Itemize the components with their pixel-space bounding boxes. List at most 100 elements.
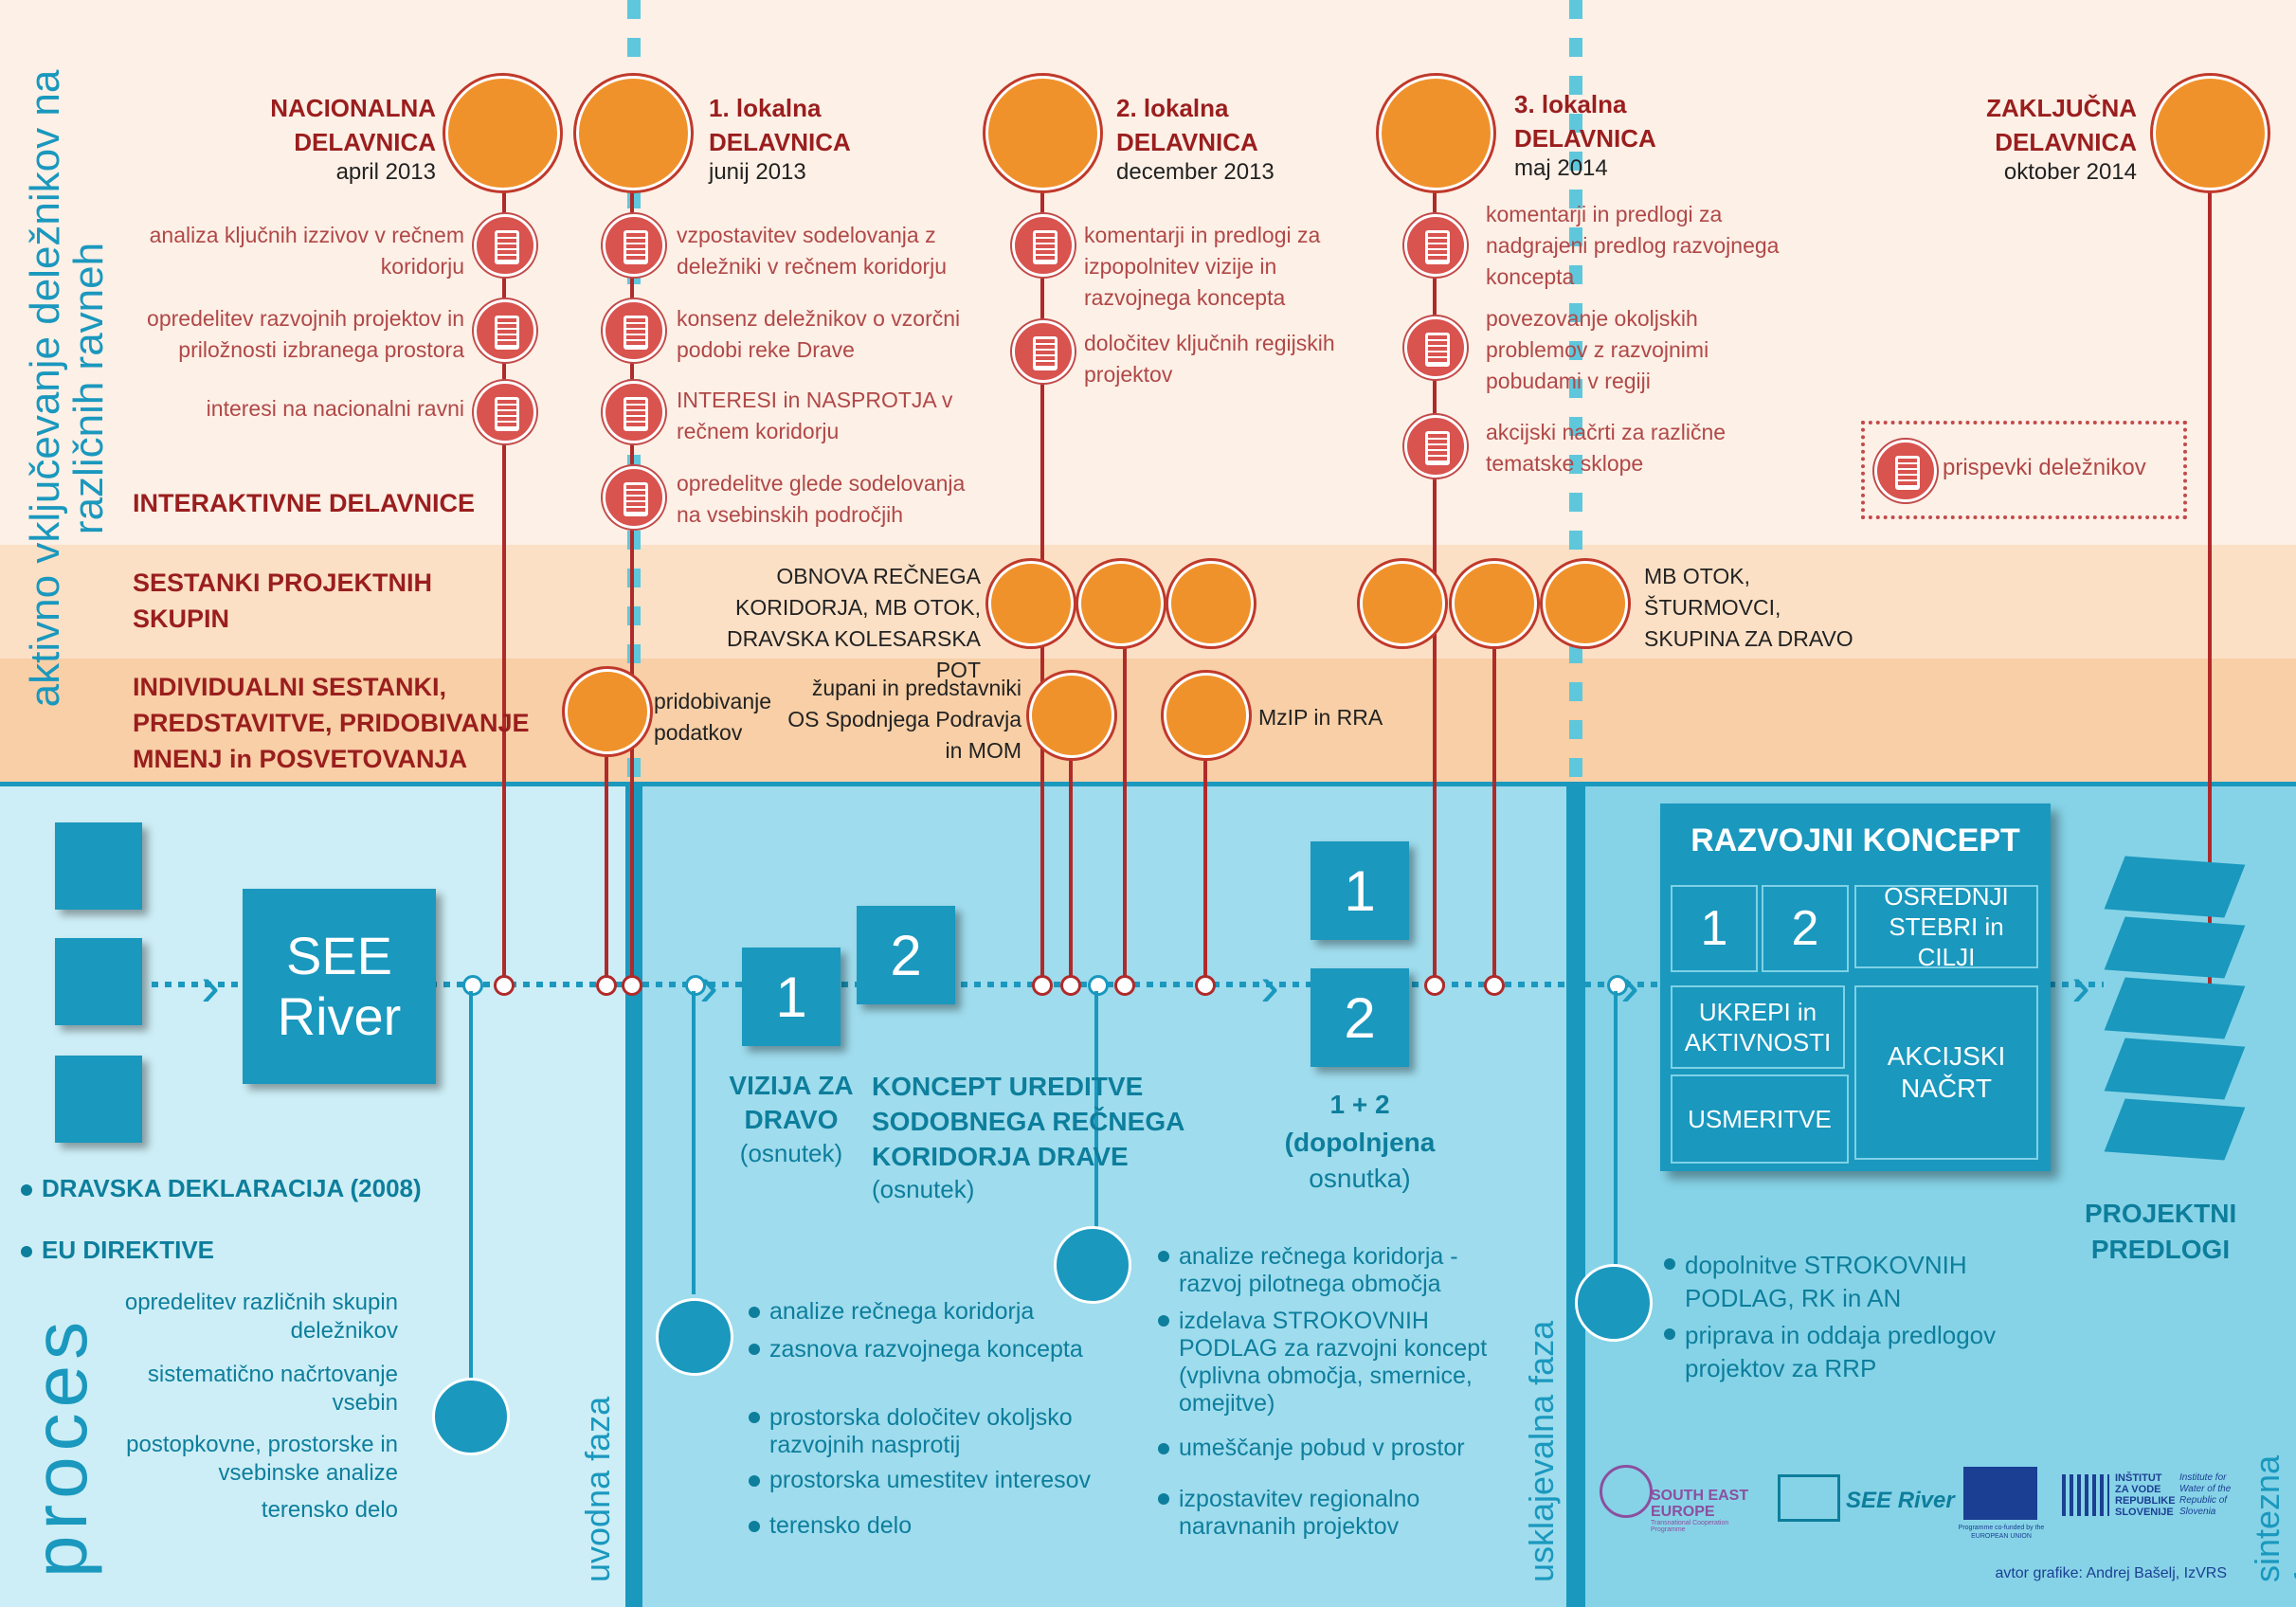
vision-sub: (osnutek) [739,1139,843,1167]
final-task: priprava in oddaja predlogov projektov z… [1664,1319,2005,1385]
group-meeting-icon [1543,561,1628,646]
bullet-icon [749,1521,760,1533]
individual-band [0,659,2296,782]
logo-see-river: SEE River [1846,1488,1955,1513]
timeline-line-group [1123,625,1127,985]
bullet-icon [749,1344,760,1355]
phase-label-intro: uvodna faza [578,1396,617,1582]
workshop-3-title: 3. lokalna DELAVNICA [1514,90,1656,153]
mid-task: izdelava STROKOVNIH PODLAG za razvojni k… [1158,1308,1518,1417]
presentation-icon [1029,673,1114,758]
arrow-right-icon: › [699,954,718,1018]
intro-task: opredelitev različnih skupin deležnikov [124,1290,398,1344]
declaration-text: DRAVSKA DEKLARACIJA (2008) [42,1174,422,1202]
timeline-node [596,975,617,996]
final-task-text: priprava in oddaja predlogov projektov z… [1685,1321,1997,1382]
presentation-icon [565,669,650,754]
see-river-logo-icon [1778,1474,1840,1522]
document-icon [474,381,536,443]
vision-task-text: terensko delo [769,1512,913,1539]
group-meeting-icon [1452,561,1537,646]
worker-desk-icon [656,1298,733,1376]
process-node [1607,975,1628,996]
group-meetings-right: MB OTOK, ŠTURMOVCI, SKUPINA ZA DRAVO [1644,564,1853,651]
declaration-item: EU DIREKTIVE [21,1236,214,1265]
vision-box: 1 [742,948,841,1046]
timeline-line-w1 [630,161,634,985]
w3-item: akcijski načrti za različne tematske skl… [1486,420,1727,476]
vision-title: VIZIJA ZA DRAVO [729,1071,854,1134]
vision-task: terensko delo [749,1512,1147,1540]
connector [1614,991,1618,1275]
proposal-sheet [2104,856,2246,918]
document-icon [1404,214,1467,277]
combo-sub2: osnutka) [1309,1164,1411,1193]
bullet-icon [1158,1251,1169,1262]
bullet-icon [749,1307,760,1319]
intro-task: terensko delo [261,1497,398,1523]
rk-title: RAZVOJNI KONCEPT [1690,822,2020,858]
bullet-icon [21,1246,32,1258]
rk-cell-pillars: OSREDNJI STEBRI in CILJI [1854,882,2038,971]
process-node [1088,975,1109,996]
w1-item: INTERESI in NASPROTJA v rečnem koridorju [677,388,953,443]
workshop-icon-2 [985,76,1100,190]
declaration-item: DRAVSKA DEKLARACIJA (2008) [21,1171,422,1205]
phase-label-coordination: usklajevalna faza [1522,1320,1561,1582]
concept-box: 2 [857,906,955,1004]
timeline-line-w3 [1433,161,1437,985]
workshop-2-title: 2. lokalna DELAVNICA [1116,94,1258,156]
timeline-node [1195,975,1216,996]
bullet-icon [749,1412,760,1423]
w2-item: določitev ključnih regijskih projektov [1084,331,1335,387]
intro-task: postopkovne, prostorske in vsebinske ana… [126,1432,398,1486]
credit: avtor grafike: Andrej Bašelj, IzVRS [1995,1565,2227,1581]
document-icon [603,381,665,443]
timeline-line-ind-c [1203,739,1207,985]
bullet-icon [749,1475,760,1488]
proposal-sheet [2104,916,2246,979]
group-meeting-icon [988,561,1074,646]
rk-cell-1: 1 [1671,885,1758,972]
group-meeting-icon [1168,561,1254,646]
phase-divider-1 [625,786,642,1607]
connector [1094,991,1098,1228]
presentation-icon [1164,673,1249,758]
mid-task: izpostavitev regionalno naravnanih proje… [1158,1486,1518,1541]
document-icon [1012,320,1075,383]
logo-see-sub: Transnational Cooperation Programme [1651,1520,1729,1533]
document-icon [1404,415,1467,478]
connector [692,991,696,1294]
bullet-icon [1664,1258,1675,1270]
mid-task-text: umeščanje pobud v prostor [1179,1435,1465,1461]
individual-a: pridobivanje podatkov [654,689,772,745]
final-task-text: dopolnitve STROKOVNIH PODLAG, RK in AN [1685,1251,1967,1312]
timeline-node [1114,975,1135,996]
proposal-sheet [2104,1098,2246,1161]
concept-sub: (osnutek) [872,1175,975,1203]
timeline-line-w0 [502,161,506,985]
w1-item: vzpostavitev sodelovanja z deležniki v r… [677,223,948,279]
individual-c: MzIP in RRA [1258,705,1383,730]
connector [469,991,473,1408]
group-meeting-icon [1078,561,1164,646]
proposal-sheet [2104,977,2246,1039]
vision-task-text: zasnova razvojnega koncepta [769,1336,1083,1363]
vision-task: zasnova razvojnega koncepta [749,1336,1147,1363]
w0-item: opredelitev razvojnih projektov in prilo… [147,306,464,362]
workshop-2-date: december 2013 [1116,159,1275,185]
process-node [462,975,483,996]
timeline-node [1484,975,1505,996]
see-programme-logo-icon [1600,1465,1653,1518]
w1-item: opredelitve glede sodelovanja na vsebins… [677,471,966,527]
workshop-icon-3 [1379,76,1493,190]
final-task: dopolnitve STROKOVNIH PODLAG, RK in AN [1664,1249,2005,1315]
eu-flag-icon [1963,1467,2037,1520]
workshop-icon-4 [2153,76,2268,190]
combo-box-1: 1 [1311,841,1409,940]
group-meetings-left: OBNOVA REČNEGA KORIDORJA, MB OTOK, DRAVS… [726,564,981,682]
w2-item: komentarji in predlogi za izpopolnitev v… [1084,223,1321,310]
stakeholders-label: aktivno vključevanje deležnikov na razli… [22,69,112,708]
rk-cell-2: 2 [1762,885,1849,972]
arrow-right-icon: › [201,954,220,1018]
